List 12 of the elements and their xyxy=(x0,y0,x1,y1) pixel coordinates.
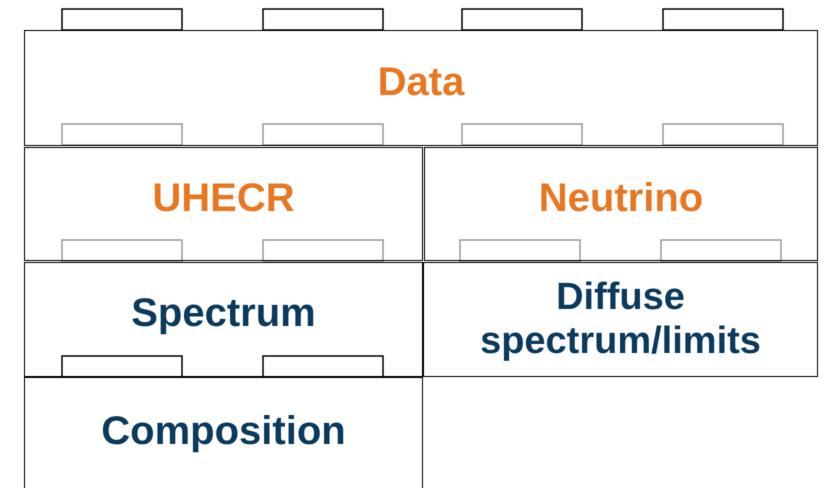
brick-box xyxy=(24,377,423,488)
brick-box xyxy=(423,262,818,377)
brick-label: Diffuse spectrum/limits xyxy=(479,276,762,364)
brick-label: Composition xyxy=(101,408,346,454)
brick-label: UHECR xyxy=(152,175,295,221)
brick-box xyxy=(24,30,818,146)
brick-box xyxy=(24,262,423,377)
brick-label: Neutrino xyxy=(538,175,704,221)
brick-box xyxy=(424,147,818,261)
brick-label: Data xyxy=(378,59,464,105)
brick-box xyxy=(24,147,423,261)
brick-label: Spectrum xyxy=(131,290,316,336)
